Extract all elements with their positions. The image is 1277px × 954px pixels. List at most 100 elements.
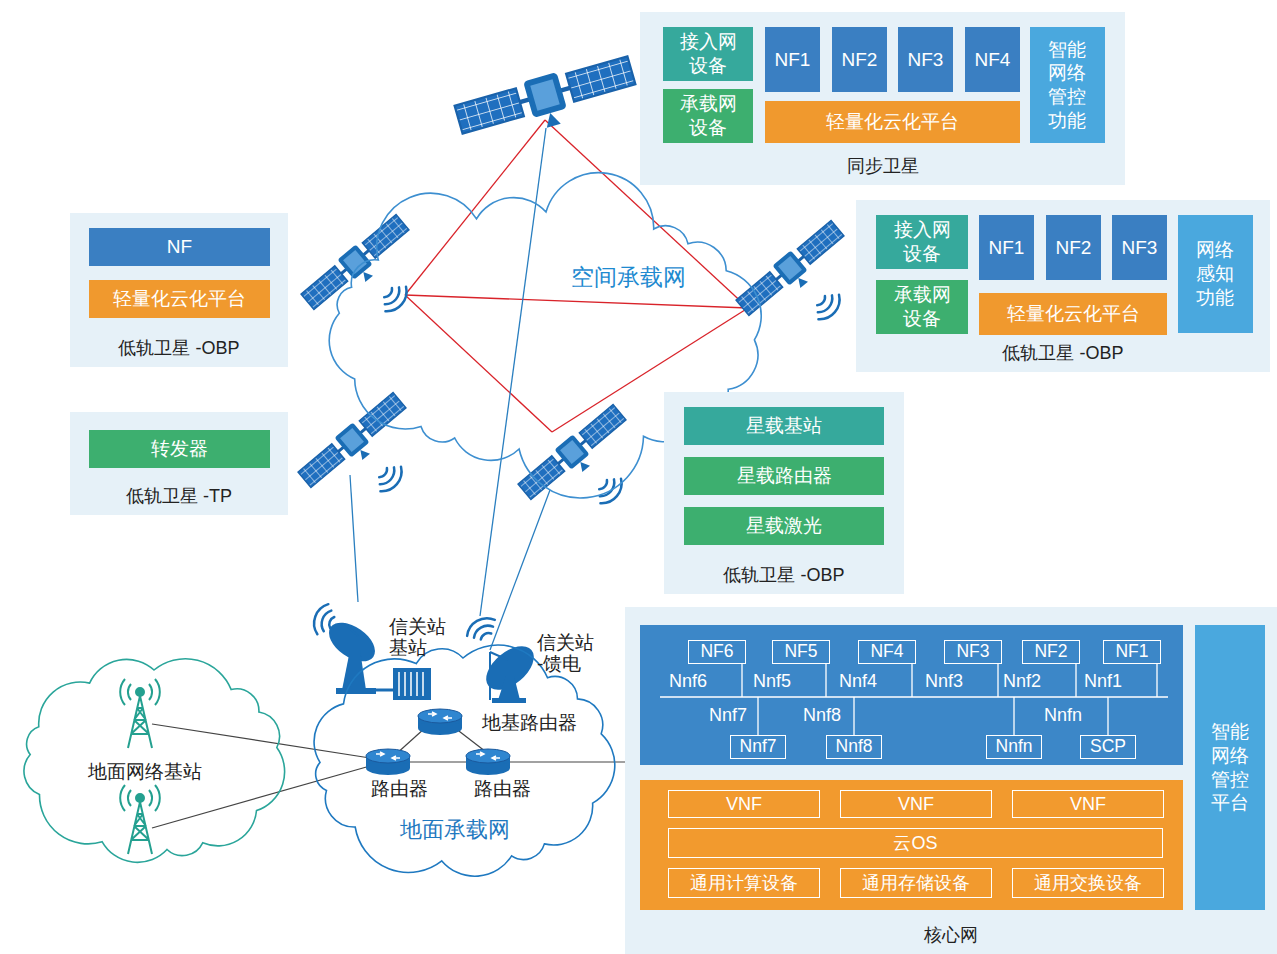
panel-title: 同步卫星 [640,155,1125,178]
cloud-label: 空间承载网 [568,263,689,292]
box-text: NF1 [1115,641,1148,663]
function-box: 星载激光 [684,507,884,545]
box-text: 网络感知功能 [1195,238,1237,309]
outlined-box: NF5 [772,640,830,664]
interface-label: Nnf3 [916,672,972,692]
box-text: 转发器 [151,437,208,461]
satellite-panel: 同步卫星 接入网设备承载网设备 NF1 NF2 NF3 NF4轻量化云化平台 智能网络管控功… [640,12,1125,185]
outlined-box: Nnf8 [826,735,882,759]
box-text: NF3 [1122,236,1158,260]
panel-title: 低轨卫星 -OBP [856,342,1270,365]
function-box: 星载路由器 [684,457,884,495]
box-text: Nnfn [996,736,1033,758]
box-text: NF [167,235,192,259]
box-text: 轻量化云化平台 [1007,302,1140,326]
outlined-box: NF3 [944,640,1002,664]
box-text: 轻量化云化平台 [826,110,959,134]
interface-label: Nnf2 [994,672,1050,692]
cloud-label: 地面承载网 [397,816,513,844]
panel-title: 核心网 [625,924,1277,947]
satellite-panel: 低轨卫星 -OBP 接入网设备承载网设备 NF1 NF2 NF3 轻量化云化平台 网络感知功… [856,200,1270,372]
outlined-box: 通用存储设备 [840,868,992,898]
function-box: NF4 [965,27,1020,92]
function-box: 智能网络管控平台 [1195,625,1265,910]
panel-title: 低轨卫星 -OBP [664,564,904,587]
function-box: 轻量化云化平台 [979,293,1167,335]
box-text: 轻量化云化平台 [113,287,246,311]
function-box: NF2 [1046,215,1101,280]
box-text: NF2 [1034,641,1067,663]
outlined-box: Nnf7 [730,735,786,759]
outlined-box: NF1 [1103,640,1161,664]
interface-label: Nnf8 [794,706,850,726]
equipment-label: 路由器 [474,779,534,800]
interface-label: Nnfn [1035,706,1091,726]
function-box: NF2 [832,27,887,92]
box-text: NF6 [700,641,733,663]
box-text: NF3 [908,48,944,72]
outlined-box: VNF [668,790,820,818]
box-text: Nnf8 [836,736,873,758]
satellite-panel: 低轨卫星 -OBP NF 轻量化云化平台 [70,213,288,367]
outlined-box: SCP [1080,735,1136,759]
box-text: NF1 [989,236,1025,260]
box-text: 智能网络管控功能 [1047,38,1089,133]
function-box: 轻量化云化平台 [89,280,270,318]
box-text: 承载网设备 [891,283,954,331]
box-text: NF1 [775,48,811,72]
function-box: 星载基站 [684,407,884,445]
box-text: VNF [898,793,934,816]
box-text: NF2 [1056,236,1092,260]
function-box: 网络感知功能 [1178,215,1253,333]
box-text: VNF [726,793,762,816]
satellite-panel: 低轨卫星 -OBP 星载基站星载路由器星载激光 [664,392,904,594]
equipment-label: 信关站 基站 [389,617,453,659]
interface-label: Nnf5 [744,672,800,692]
equipment-label: 地基路由器 [482,713,592,734]
outlined-box: 通用交换设备 [1012,868,1164,898]
panel-title: 低轨卫星 -TP [70,485,288,508]
box-text: 承载网设备 [677,92,740,140]
outlined-box: 云OS [668,828,1163,858]
box-text: 通用存储设备 [862,872,970,895]
outlined-box: NF6 [688,640,746,664]
outlined-box: 通用计算设备 [668,868,820,898]
outlined-box: Nnfn [986,735,1042,759]
function-box: 轻量化云化平台 [765,101,1020,143]
interface-label: Nnf7 [700,706,756,726]
function-box: 接入网设备 [663,27,753,81]
box-text: NF3 [956,641,989,663]
box-text: 智能网络管控平台 [1209,720,1251,815]
outlined-box: VNF [840,790,992,818]
box-text: VNF [1070,793,1106,816]
box-text: NF4 [870,641,903,663]
interface-label: Nnf1 [1075,672,1131,692]
box-text: 星载激光 [746,514,822,538]
outlined-box: NF4 [858,640,916,664]
box-text: 接入网设备 [677,30,740,78]
interface-label: Nnf4 [830,672,886,692]
satellite-panel: 核心网NF6NF5NF4NF3NF2NF1Nnf7Nnf8NnfnSCPVNFV… [625,607,1277,954]
equipment-label: 路由器 [371,779,431,800]
box-text: 云OS [893,832,937,855]
box-text: NF5 [784,641,817,663]
box-text: Nnf7 [740,736,777,758]
box-text: 通用交换设备 [1034,872,1142,895]
panel-title: 低轨卫星 -OBP [70,337,288,360]
function-box: 承载网设备 [876,280,968,334]
function-box: 转发器 [89,430,270,468]
box-text: 星载路由器 [737,464,832,488]
function-box: NF1 [765,27,820,92]
function-box: NF3 [1112,215,1167,280]
outlined-box: NF2 [1022,640,1080,664]
box-text: 星载基站 [746,414,822,438]
box-text: SCP [1090,736,1126,758]
function-box: NF1 [979,215,1034,280]
cloud-label: 地面网络基站 [85,760,205,784]
equipment-label: 信关站 -馈电 [537,633,603,675]
network-cloud: 地面网络基站 [8,648,300,872]
function-box: 承载网设备 [663,89,753,143]
function-box: 智能网络管控功能 [1030,27,1105,143]
box-text: 接入网设备 [891,218,954,266]
